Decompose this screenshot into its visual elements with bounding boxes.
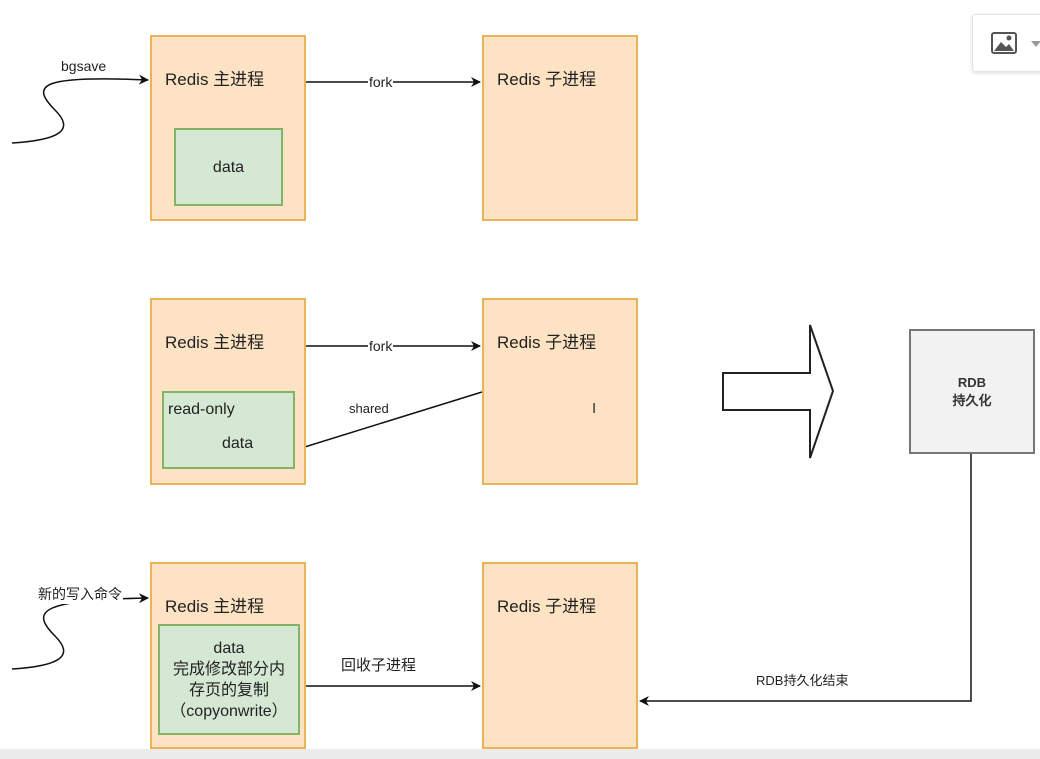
redis-main-process-1[interactable]: Redis 主进程 data [150, 35, 306, 221]
data-line: data [213, 639, 245, 657]
child-process-title: Redis 子进程 [497, 70, 597, 89]
rdb-line2: 持久化 [952, 392, 992, 408]
rdb-persistence-box[interactable]: RDB 持久化 [909, 329, 1035, 454]
fork-label-1: fork [368, 74, 394, 90]
caret-down-icon[interactable] [1031, 41, 1040, 47]
redis-child-process-1[interactable]: Redis 子进程 [482, 35, 638, 221]
rdb-end-arrow [639, 453, 972, 706]
insert-image-toolbar[interactable] [972, 14, 1040, 72]
main-process-title: Redis 主进程 [165, 70, 265, 89]
data-line: （copyonwrite） [170, 702, 288, 720]
child-process-title: Redis 子进程 [497, 333, 597, 352]
bgsave-curve [11, 74, 149, 144]
rdb-line1: RDB [957, 374, 987, 390]
shared-label: shared [348, 401, 390, 416]
big-right-arrow [722, 324, 835, 459]
main-process-title: Redis 主进程 [165, 597, 265, 616]
redis-main-process-3[interactable]: Redis 主进程 data 完成修改部分内 存页的复制 （copyonwrit… [150, 562, 306, 749]
new-write-label: 新的写入命令 [37, 584, 123, 604]
redis-main-process-2[interactable]: Redis 主进程 read-only data [150, 298, 306, 485]
read-only-data-block[interactable]: read-only data [162, 391, 295, 469]
bgsave-label: bgsave [60, 58, 108, 74]
bottom-scroll-area [0, 749, 1040, 759]
data-label: data [222, 435, 254, 452]
main-process-title: Redis 主进程 [165, 333, 265, 352]
reclaim-label: 回收子进程 [340, 654, 418, 675]
read-only-label: read-only [168, 401, 235, 418]
fork-label-2: fork [368, 338, 394, 354]
data-label: data [212, 158, 245, 176]
rdb-end-label: RDB持久化结束 [755, 670, 850, 689]
data-line: 完成修改部分内 [172, 660, 285, 678]
redis-child-process-3[interactable]: Redis 子进程 [482, 562, 638, 749]
child-process-title: Redis 子进程 [497, 597, 597, 616]
copy-on-write-data-block[interactable]: data 完成修改部分内 存页的复制 （copyonwrite） [158, 624, 300, 735]
data-block[interactable]: data [174, 128, 283, 206]
text-cursor-icon: I [592, 400, 597, 417]
write-curve [11, 593, 149, 670]
redis-child-process-2[interactable]: Redis 子进程 I [482, 298, 638, 485]
shared-arrow [294, 391, 483, 453]
image-icon[interactable] [991, 32, 1017, 54]
data-line: 存页的复制 [188, 681, 269, 699]
